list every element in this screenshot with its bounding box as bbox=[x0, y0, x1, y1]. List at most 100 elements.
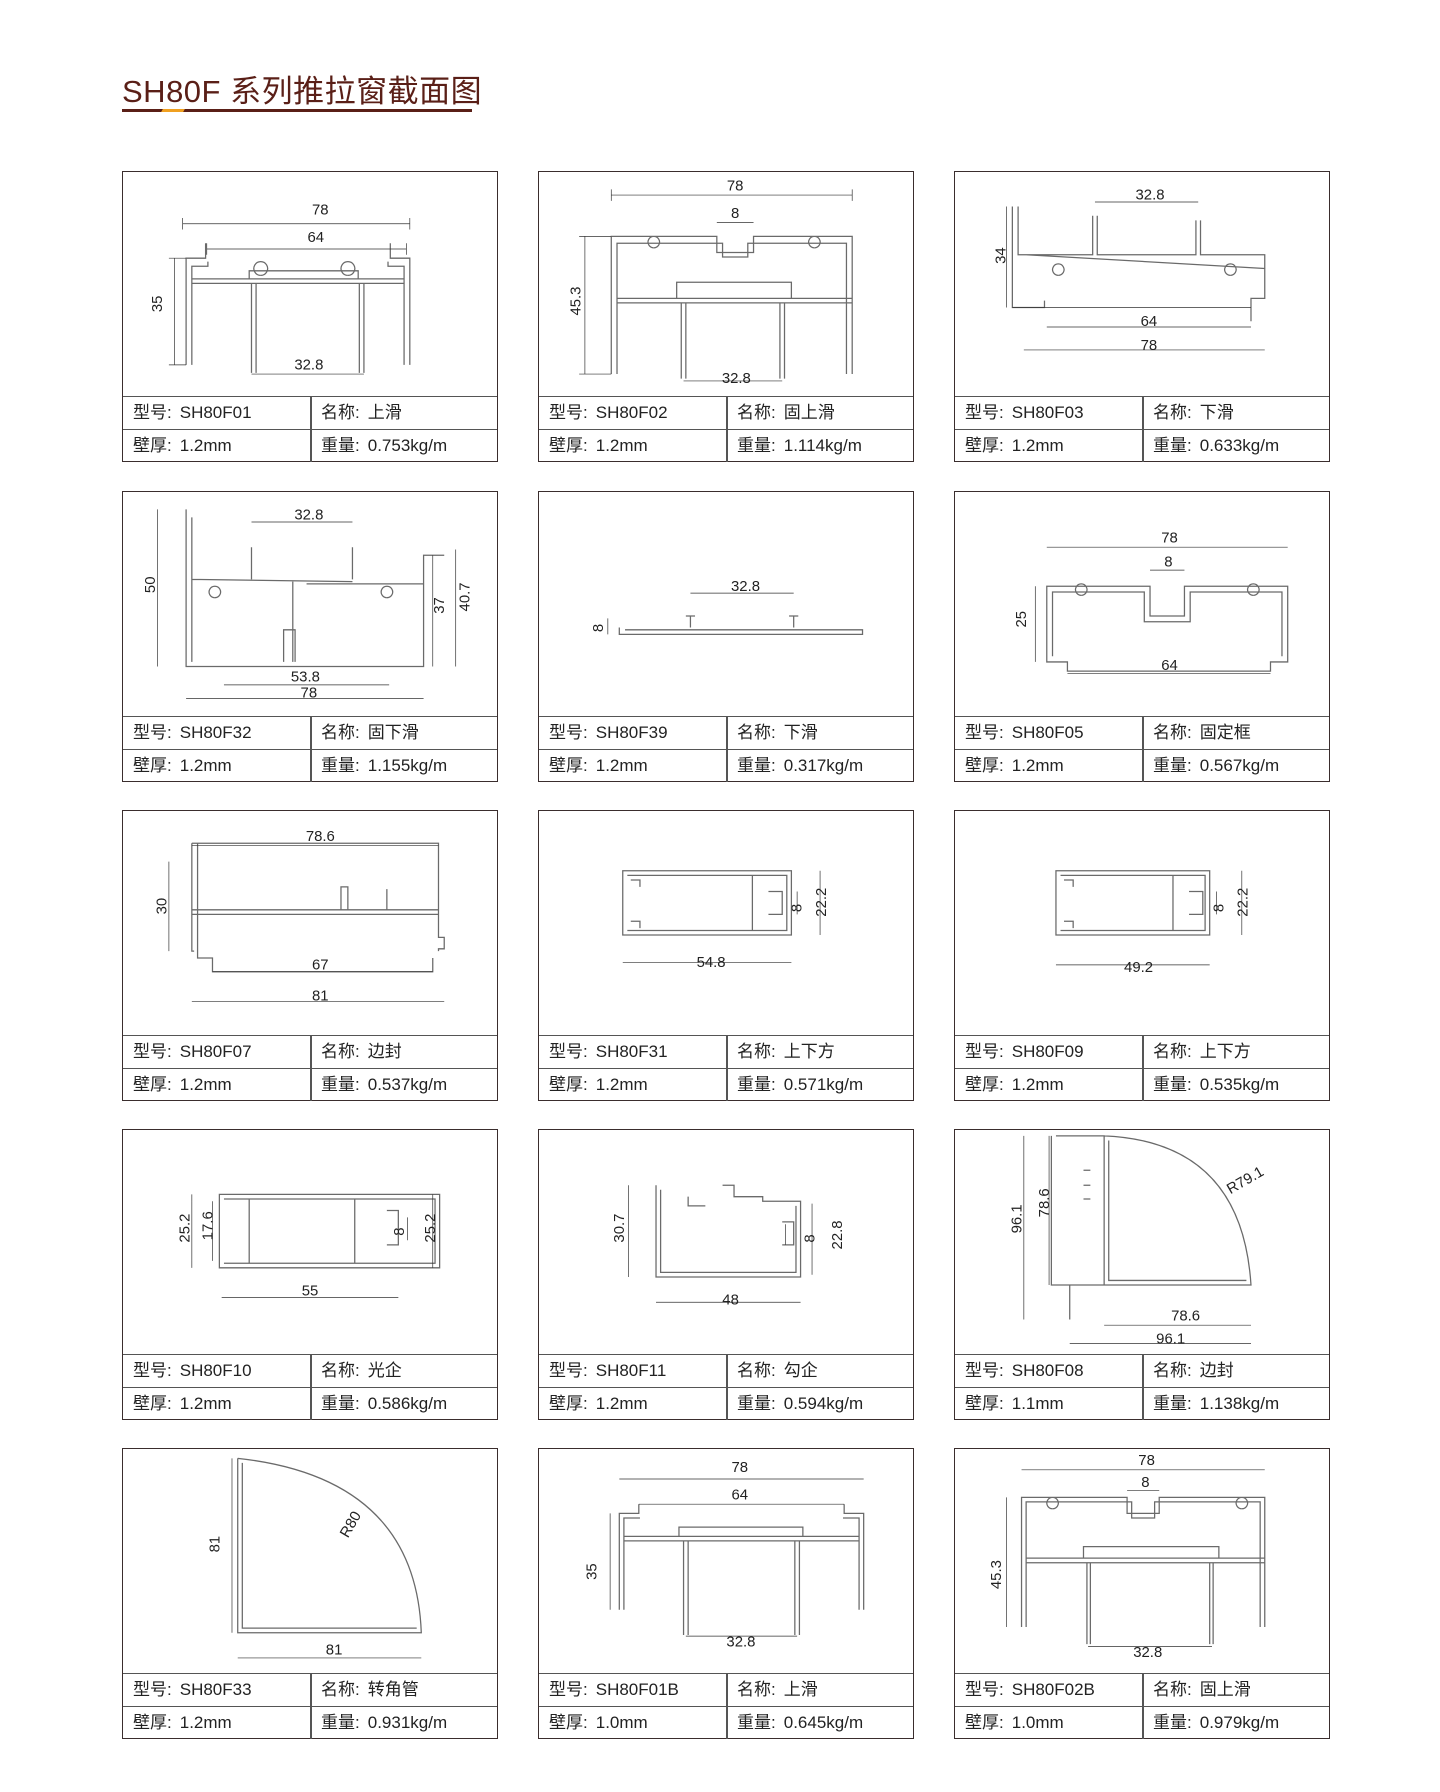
name-label: 名称: bbox=[321, 1361, 360, 1380]
weight-value: 0.979kg/m bbox=[1199, 1713, 1280, 1732]
name-value: 勾企 bbox=[783, 1361, 818, 1380]
dimension-label: 96.1 bbox=[1010, 1204, 1026, 1233]
thickness-label: 壁厚: bbox=[965, 1075, 1004, 1094]
thickness-label: 壁厚: bbox=[549, 436, 588, 455]
profile-drawing: 32.8 50 37 40.7 53.8 78 bbox=[143, 508, 473, 702]
name-label: 名称: bbox=[321, 1042, 360, 1061]
dimension-label: 78 bbox=[1138, 1453, 1155, 1469]
dimension-label: 78 bbox=[1161, 531, 1178, 547]
dimension-label: 8 bbox=[1164, 555, 1172, 571]
model-value: SH80F08 bbox=[1011, 1361, 1084, 1380]
weight-label: 重量: bbox=[321, 1394, 360, 1413]
name-value: 上下方 bbox=[783, 1042, 835, 1061]
weight-value: 0.537kg/m bbox=[367, 1075, 448, 1094]
weight-label: 重量: bbox=[1153, 1394, 1192, 1413]
dimension-label: 8 bbox=[802, 1234, 818, 1242]
profile-drawing: 81 R80 81 bbox=[207, 1457, 422, 1659]
dimension-label: 30.7 bbox=[612, 1214, 628, 1243]
model-label: 型号: bbox=[133, 1361, 172, 1380]
name-label: 名称: bbox=[737, 403, 776, 422]
model-label: 型号: bbox=[133, 1680, 172, 1699]
profile-drawing: 30.7 8 22.8 48 bbox=[612, 1184, 846, 1309]
profile-drawing: 32.8 8 bbox=[591, 579, 864, 636]
profile-drawing: 78 64 35 32.8 bbox=[584, 1460, 865, 1650]
name-value: 固上滑 bbox=[783, 403, 835, 422]
profile-drawing: 78 8 25 64 bbox=[1014, 531, 1289, 674]
model-value: SH80F02B bbox=[1011, 1680, 1095, 1699]
dimension-label: 32.8 bbox=[722, 371, 751, 387]
thickness-value: 1.2mm bbox=[595, 756, 648, 775]
weight-label: 重量: bbox=[737, 1713, 776, 1732]
dimension-label: 64 bbox=[731, 1488, 748, 1504]
dimension-label: 78.6 bbox=[1171, 1309, 1200, 1325]
column-divider bbox=[726, 1674, 728, 1739]
thickness-value: 1.2mm bbox=[179, 1075, 232, 1094]
weight-value: 0.594kg/m bbox=[783, 1394, 864, 1413]
thickness-label: 壁厚: bbox=[965, 436, 1004, 455]
model-label: 型号: bbox=[965, 723, 1004, 742]
dimension-label: R79.1 bbox=[1224, 1164, 1266, 1198]
dimension-label: 32.8 bbox=[1136, 188, 1165, 204]
dimension-label: 25 bbox=[1014, 611, 1030, 628]
dimension-label: 81 bbox=[326, 1643, 343, 1659]
weight-label: 重量: bbox=[1153, 756, 1192, 775]
dimension-label: 35 bbox=[584, 1563, 600, 1580]
name-label: 名称: bbox=[321, 1680, 360, 1699]
profile-drawing: 32.8 34 64 78 bbox=[993, 188, 1266, 354]
weight-value: 0.931kg/m bbox=[367, 1713, 448, 1732]
thickness-value: 1.0mm bbox=[595, 1713, 648, 1732]
model-label: 型号: bbox=[965, 1680, 1004, 1699]
model-label: 型号: bbox=[549, 723, 588, 742]
thickness-value: 1.2mm bbox=[179, 1394, 232, 1413]
column-divider bbox=[310, 1355, 312, 1420]
dimension-label: 67 bbox=[312, 957, 329, 973]
model-value: SH80F02 bbox=[595, 403, 668, 422]
model-label: 型号: bbox=[965, 1361, 1004, 1380]
model-value: SH80F32 bbox=[179, 723, 252, 742]
dimension-label: 78 bbox=[301, 686, 318, 702]
profile-drawing: 78 8 45.3 32.8 bbox=[568, 179, 853, 387]
model-value: SH80F31 bbox=[595, 1042, 668, 1061]
weight-label: 重量: bbox=[321, 1713, 360, 1732]
model-value: SH80F07 bbox=[179, 1042, 252, 1061]
name-value: 光企 bbox=[367, 1361, 402, 1380]
model-label: 型号: bbox=[549, 1361, 588, 1380]
name-value: 下滑 bbox=[783, 723, 818, 742]
model-label: 型号: bbox=[549, 1680, 588, 1699]
dimension-label: 8 bbox=[1141, 1475, 1149, 1491]
weight-value: 0.567kg/m bbox=[1199, 756, 1280, 775]
model-label: 型号: bbox=[549, 1042, 588, 1061]
thickness-value: 1.2mm bbox=[1011, 756, 1064, 775]
column-divider bbox=[1142, 397, 1144, 462]
name-label: 名称: bbox=[1153, 403, 1192, 422]
thickness-value: 1.2mm bbox=[1011, 1075, 1064, 1094]
name-value: 固上滑 bbox=[1199, 1680, 1251, 1699]
thickness-value: 1.2mm bbox=[595, 1075, 648, 1094]
title-underline-accent bbox=[161, 109, 185, 112]
name-label: 名称: bbox=[737, 1042, 776, 1061]
dimension-label: 22.2 bbox=[1236, 888, 1252, 917]
thickness-label: 壁厚: bbox=[549, 756, 588, 775]
dimension-label: R80 bbox=[337, 1509, 365, 1541]
weight-value: 0.633kg/m bbox=[1199, 436, 1280, 455]
dimension-label: 34 bbox=[993, 247, 1009, 264]
dimension-label: 54.8 bbox=[697, 955, 726, 971]
weight-label: 重量: bbox=[321, 756, 360, 775]
dimension-label: 78 bbox=[1141, 338, 1158, 354]
model-label: 型号: bbox=[965, 403, 1004, 422]
thickness-label: 壁厚: bbox=[549, 1075, 588, 1094]
weight-value: 0.753kg/m bbox=[367, 436, 448, 455]
column-divider bbox=[310, 1674, 312, 1739]
